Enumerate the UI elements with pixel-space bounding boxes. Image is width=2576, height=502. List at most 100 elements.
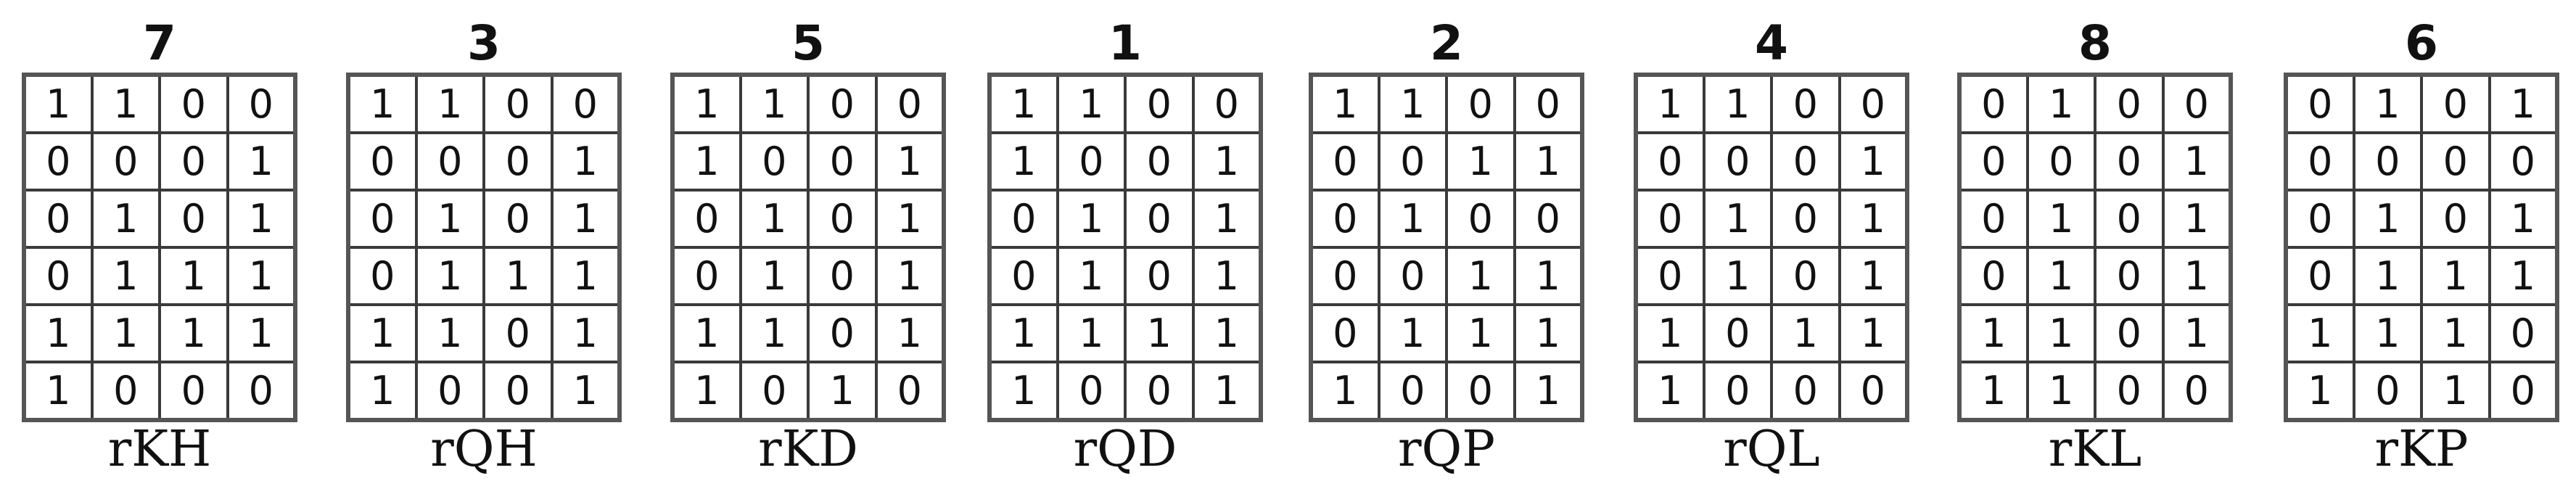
grid-cell: 1	[1191, 189, 1262, 249]
grid-cell: 1	[2025, 361, 2096, 421]
panel-number: 4	[1755, 15, 1788, 71]
grid-cell: 0	[2094, 361, 2165, 421]
panel-label: rQL	[1723, 421, 1820, 478]
grid-cell: 0	[1055, 361, 1127, 421]
grid-cell: 1	[1055, 246, 1127, 306]
grid-cell: 1	[1309, 73, 1380, 134]
grid-cell: 1	[1191, 303, 1262, 363]
grid-cell: 1	[1513, 303, 1584, 363]
grid-cell: 0	[2352, 131, 2423, 192]
grid-cell: 1	[22, 303, 94, 363]
grid-cell: 0	[2352, 361, 2423, 421]
grid-cell: 0	[2420, 131, 2491, 192]
grid-cell: 0	[158, 131, 229, 192]
grid-cell: 1	[1445, 246, 1516, 306]
grid-cell: 0	[414, 131, 485, 192]
grid-cell: 0	[1309, 131, 1380, 192]
grid-cell: 1	[2420, 246, 2491, 306]
grid-cell: 1	[90, 73, 161, 134]
panel-label: rKD	[758, 421, 858, 478]
grid-cell: 1	[550, 131, 621, 192]
grid-cell: 0	[1702, 131, 1773, 192]
grid-cell: 1	[550, 246, 621, 306]
grid-cell: 1	[2487, 189, 2559, 249]
grid-cell: 0	[1445, 73, 1516, 134]
grid-cell: 1	[1634, 73, 1705, 134]
grid-cell: 0	[1838, 361, 1909, 421]
grid-cell: 1	[671, 361, 742, 421]
grid-cell: 1	[550, 361, 621, 421]
grid-cell: 0	[1838, 73, 1909, 134]
grid-cell: 1	[1191, 246, 1262, 306]
grid-cell: 0	[1377, 361, 1448, 421]
grid-cell: 0	[1445, 189, 1516, 249]
grid-cell: 1	[2352, 303, 2423, 363]
grid-cell: 1	[1191, 131, 1262, 192]
grid-cell: 1	[988, 361, 1059, 421]
grid-cell: 1	[1055, 73, 1127, 134]
grid-cell: 1	[807, 361, 878, 421]
grid-cell: 0	[347, 189, 418, 249]
grid-cell: 0	[2284, 246, 2355, 306]
grid-cell: 0	[1124, 73, 1195, 134]
panel-label: rQP	[1397, 421, 1495, 478]
grid-cell: 0	[807, 73, 878, 134]
grid-cell: 1	[988, 303, 1059, 363]
grid-cell: 0	[2284, 189, 2355, 249]
grid-cell: 1	[226, 246, 297, 306]
grid-cell: 0	[90, 361, 161, 421]
grid-cell: 0	[2487, 361, 2559, 421]
grid-cell: 1	[988, 73, 1059, 134]
grid-cell: 0	[671, 246, 742, 306]
grid-cell: 1	[2352, 246, 2423, 306]
grid-cell: 0	[2094, 189, 2165, 249]
grid-cell: 0	[1958, 73, 2029, 134]
grid-cell: 0	[1634, 246, 1705, 306]
grid-cell: 0	[2094, 303, 2165, 363]
grid-cell: 0	[1958, 131, 2029, 192]
grid-cell: 0	[738, 131, 810, 192]
panel-number: 7	[143, 15, 176, 71]
grid-cell: 1	[158, 246, 229, 306]
grid-cell: 0	[1770, 361, 1841, 421]
panel-label: rKH	[107, 421, 212, 478]
grid-cell: 1	[738, 189, 810, 249]
grid-cell: 0	[1702, 303, 1773, 363]
grid-cell: 0	[1191, 73, 1262, 134]
grid-cell: 1	[874, 189, 945, 249]
grid-cell: 0	[226, 361, 297, 421]
grid-cell: 1	[1838, 246, 1909, 306]
grid-cell: 1	[671, 303, 742, 363]
grid-cell: 0	[1124, 246, 1195, 306]
grid-cell: 0	[2094, 131, 2165, 192]
grid-cell: 0	[2420, 73, 2491, 134]
grid-cell: 0	[550, 73, 621, 134]
grid-cell: 1	[1702, 246, 1773, 306]
grid-cell: 0	[1958, 246, 2029, 306]
grid-cell: 1	[1838, 303, 1909, 363]
grid-cell: 1	[2420, 361, 2491, 421]
grid-cell: 0	[2487, 303, 2559, 363]
grid-cell: 0	[482, 73, 554, 134]
